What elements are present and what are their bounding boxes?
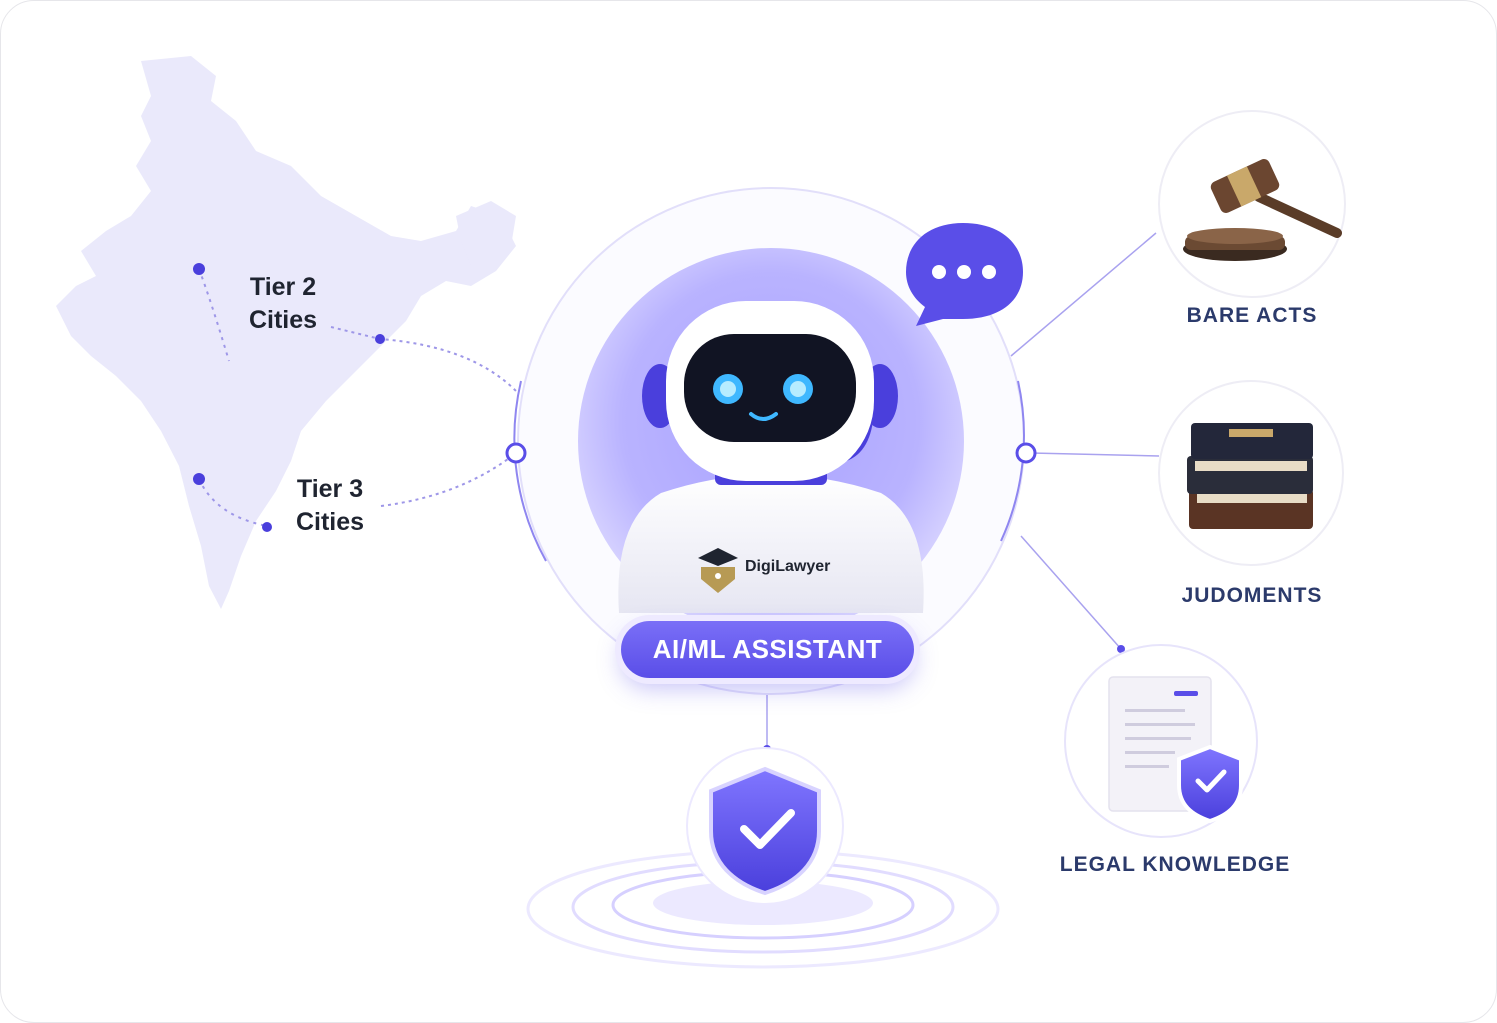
assistant-label-pill: AI/ML ASSISTANT: [621, 621, 914, 678]
bare-acts-circle: [1158, 110, 1346, 298]
tier3-label-line1: Tier 3: [296, 475, 364, 503]
judgments-label: JUDOMENTS: [1181, 584, 1323, 607]
tier2-dot-b: [375, 334, 385, 344]
tier3-link: [380, 452, 517, 507]
security-shield-icon: [709, 766, 821, 896]
robot-illustration: [618, 301, 924, 613]
tier3-dotted-path: [198, 478, 268, 527]
center-ring-arc-left: [513, 380, 547, 562]
ring-node-left: [505, 442, 527, 464]
tier2-link: [330, 326, 517, 392]
ring-node-right: [1015, 442, 1037, 464]
tier3-label-line2: Cities: [295, 508, 365, 536]
tier2-dot-a: [193, 263, 205, 275]
tier3-label: Tier 3 Cities: [280, 473, 380, 539]
tier2-dotted-path: [198, 268, 230, 362]
document-shield-icon: [1108, 676, 1243, 824]
legal-link-dot: [1117, 645, 1125, 653]
tier3-dot-a: [193, 473, 205, 485]
judgments-link: [1030, 452, 1160, 457]
tier3-dot-b: [262, 522, 272, 532]
tier2-label-line2: Cities: [248, 306, 318, 334]
legal-link: [1020, 535, 1122, 650]
legal-knowledge-label: LEGAL KNOWLEDGE: [1059, 853, 1291, 876]
digilawyer-logo: [698, 548, 738, 593]
india-map-shape: [56, 56, 516, 609]
gavel-icon: [1183, 159, 1342, 261]
india-map-east: [456, 201, 516, 271]
bare-acts-link: [1010, 232, 1157, 357]
tier2-label: Tier 2 Cities: [233, 271, 333, 337]
chat-bubble-icon: [906, 223, 1023, 326]
brand-name: DigiLawyer: [745, 558, 831, 575]
bare-acts-label: BARE ACTS: [1186, 304, 1318, 327]
books-icon: [1187, 423, 1313, 529]
tier2-label-line1: Tier 2: [249, 273, 317, 301]
